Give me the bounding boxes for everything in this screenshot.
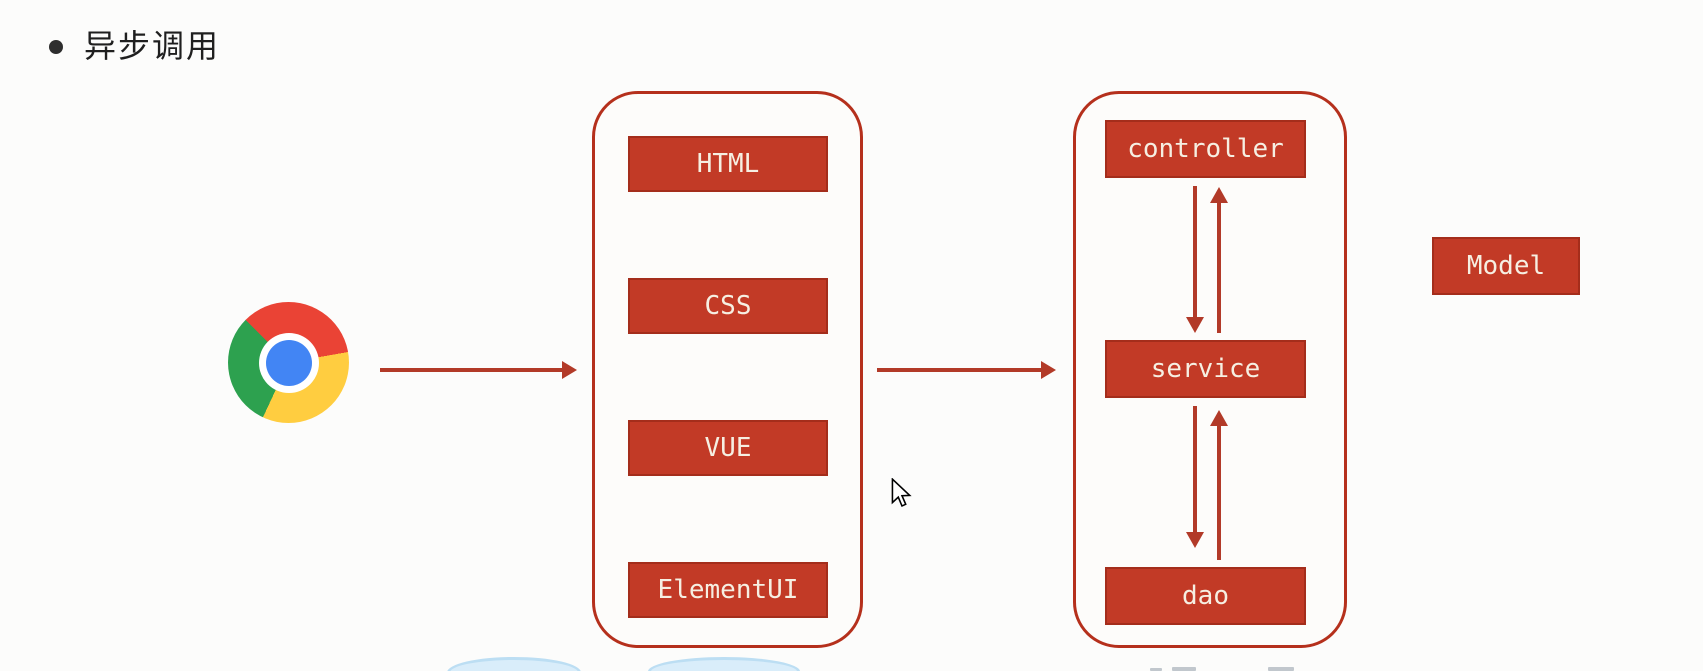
arrow-frontend-to-backend bbox=[877, 361, 1056, 379]
node-css: CSS bbox=[628, 278, 828, 334]
node-controller: controller bbox=[1105, 120, 1306, 178]
node-vue: VUE bbox=[628, 420, 828, 476]
arrow-controller-to-service bbox=[1186, 186, 1204, 333]
arrow-service-to-controller bbox=[1210, 187, 1228, 333]
node-model: Model bbox=[1432, 237, 1580, 295]
arrow-service-to-dao bbox=[1186, 406, 1204, 548]
page-title: 异步调用 bbox=[84, 28, 221, 64]
list-bullet-icon bbox=[49, 40, 63, 54]
arrow-dao-to-service bbox=[1210, 410, 1228, 560]
cloud-watermark bbox=[648, 657, 800, 671]
node-elementui: ElementUI bbox=[628, 562, 828, 618]
mouse-pointer-icon bbox=[891, 478, 912, 508]
chrome-logo-icon bbox=[228, 302, 349, 423]
cloud-watermark bbox=[447, 657, 581, 671]
node-service: service bbox=[1105, 340, 1306, 398]
node-dao: dao bbox=[1105, 567, 1306, 625]
clipped-text-fragment bbox=[1268, 667, 1294, 671]
clipped-text-fragment bbox=[1150, 668, 1162, 671]
chrome-logo-center bbox=[265, 339, 312, 386]
node-html: HTML bbox=[628, 136, 828, 192]
clipped-text-fragment bbox=[1172, 667, 1196, 671]
arrow-browser-to-frontend bbox=[380, 361, 577, 379]
